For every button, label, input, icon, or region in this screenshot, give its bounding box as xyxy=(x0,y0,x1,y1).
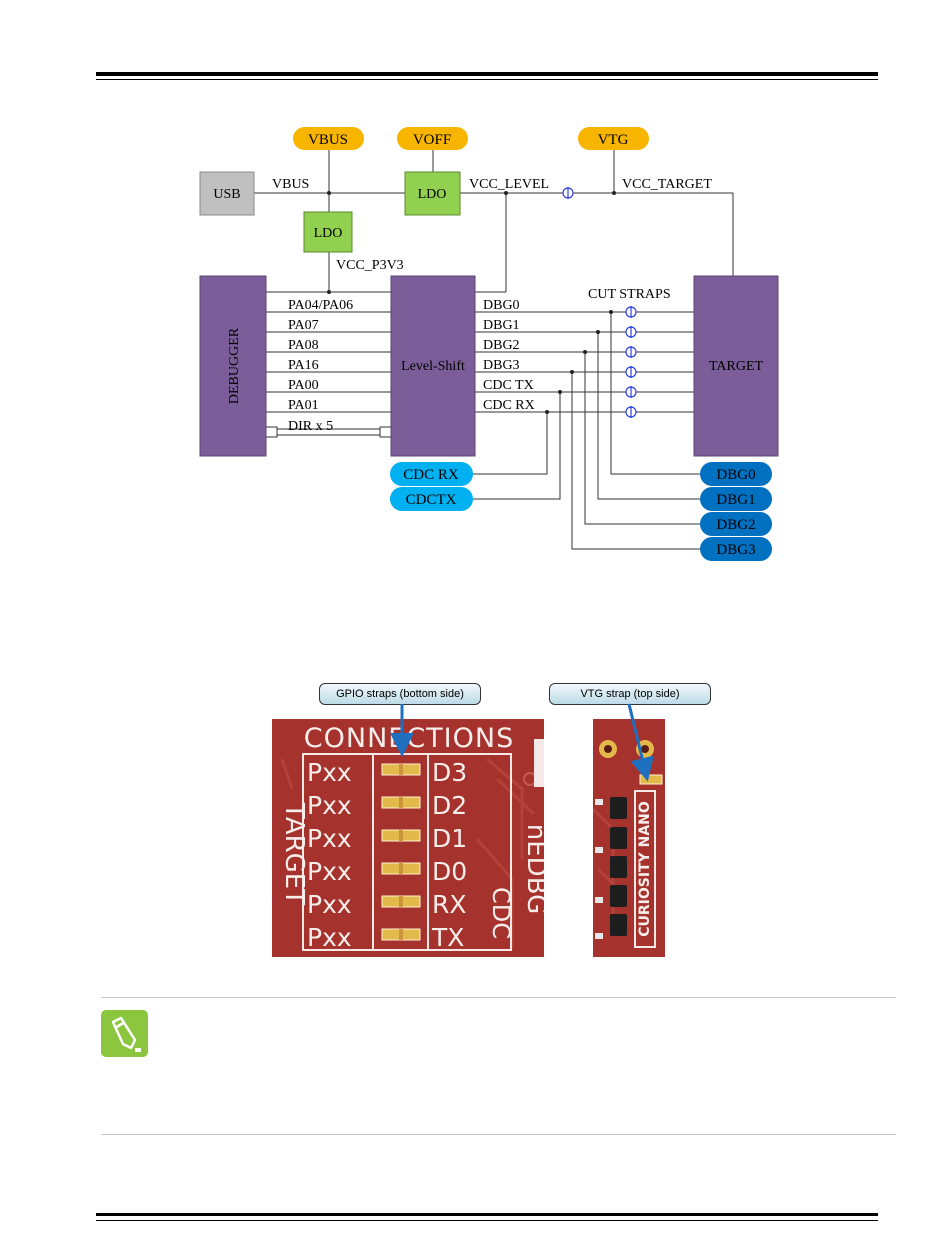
cut-strap-icon xyxy=(562,187,574,199)
vtg-strap-callout: VTG strap (top side) xyxy=(549,683,711,705)
cut-strap-icon xyxy=(625,306,637,318)
debugger-signal-label: PA16 xyxy=(288,358,319,373)
debugger-signal-label: DIR x 5 xyxy=(288,419,333,434)
header-rule-thin xyxy=(96,79,878,80)
nedbg-side-label: nEDBG xyxy=(521,824,544,914)
vtg-strap-pad xyxy=(639,774,663,785)
header-rule-thick xyxy=(96,72,878,76)
vtg-strap-photo: CURIOSITY NANO xyxy=(593,719,665,957)
note-top-divider xyxy=(101,997,896,998)
level-shift-block-label: Level-Shift xyxy=(401,359,465,374)
dbg3-pill-label: DBG3 xyxy=(716,542,755,558)
cdc-rx-pill xyxy=(390,462,473,486)
debugger-signal-label: PA04/PA06 xyxy=(288,298,353,313)
dbg2-pill-label: DBG2 xyxy=(716,517,755,533)
chip-icon xyxy=(610,856,627,878)
curiosity-nano-label: CURIOSITY NANO xyxy=(637,801,653,937)
pin-label: TX xyxy=(431,923,464,952)
pin-label: D3 xyxy=(432,758,467,787)
ldo-block-left xyxy=(303,211,353,253)
cdc-tx-pill-label: CDCTX xyxy=(406,492,457,508)
pxx-label: Pxx xyxy=(307,791,352,820)
vbus-rail-label: VBUS xyxy=(308,132,348,148)
bus-connector-icon xyxy=(265,426,278,438)
pxx-label: Pxx xyxy=(307,824,352,853)
voff-rail-pill xyxy=(397,127,468,150)
chip-icon xyxy=(610,914,627,936)
cut-strap-icon xyxy=(625,326,637,338)
note-icon xyxy=(101,1010,148,1057)
target-block-label: TARGET xyxy=(709,359,764,374)
pxx-label: Pxx xyxy=(307,758,352,787)
voff-rail-label: VOFF xyxy=(413,132,451,148)
cdc-rx-pill-label: CDC RX xyxy=(403,467,459,483)
pin-label: D0 xyxy=(432,857,467,886)
usb-block xyxy=(199,171,255,216)
shifter-signal-label: DBG3 xyxy=(483,358,520,373)
target-side-label: TARGET xyxy=(279,802,309,905)
bus-connector-icon xyxy=(379,426,392,438)
cut-strap-icon xyxy=(625,366,637,378)
usb-block-label: USB xyxy=(213,187,240,202)
dbg0-pill-label: DBG0 xyxy=(716,467,755,483)
debugger-signal-label: PA00 xyxy=(288,378,319,393)
vbus-rail-pill xyxy=(293,127,364,150)
footer-rule-thick xyxy=(96,1213,878,1216)
pin-label: D2 xyxy=(432,791,467,820)
dbg1-pill-label: DBG1 xyxy=(716,492,755,508)
dbg1-pill xyxy=(700,487,772,511)
ldo-block-top-label: LDO xyxy=(418,187,447,202)
net-label-vbus: VBUS xyxy=(272,177,309,192)
vtg-rail-label: VTG xyxy=(598,132,629,148)
cdc-tx-pill xyxy=(390,487,473,511)
debugger-signal-label: PA08 xyxy=(288,338,319,353)
shifter-signal-label: DBG0 xyxy=(483,298,520,313)
block-diagram: VBUS VOFF VTG USB LDO LDO DEBUGGER Level… xyxy=(199,127,779,561)
board-edge-mark xyxy=(534,739,544,787)
cut-straps-label: CUT STRAPS xyxy=(588,287,671,302)
shifter-signal-label: DBG1 xyxy=(483,318,520,333)
ldo-block-left-label: LDO xyxy=(314,226,343,241)
note-bottom-divider xyxy=(101,1134,896,1135)
connections-heading: CONNECTIONS xyxy=(304,723,514,754)
chip-icon xyxy=(610,797,627,819)
vtg-rail-pill xyxy=(578,127,649,150)
debugger-block-label: DEBUGGER xyxy=(227,327,242,404)
cdc-side-label: CDC xyxy=(487,887,515,939)
dbg0-pill xyxy=(700,462,772,486)
ldo-block-top xyxy=(404,171,461,216)
shifter-signal-label: DBG2 xyxy=(483,338,520,353)
level-shift-block xyxy=(390,275,476,457)
dbg2-pill xyxy=(700,512,772,536)
dbg3-pill xyxy=(700,537,772,561)
target-block xyxy=(693,275,779,457)
cut-strap-icon xyxy=(625,386,637,398)
pxx-label: Pxx xyxy=(307,890,352,919)
cut-strap-icon xyxy=(625,346,637,358)
debugger-signal-label: PA01 xyxy=(288,398,319,413)
footer-rule-thin xyxy=(96,1220,878,1221)
pxx-label: Pxx xyxy=(307,923,352,952)
debugger-signal-label: PA07 xyxy=(288,318,319,333)
pin-label: D1 xyxy=(432,824,467,853)
shifter-signal-label: CDC RX xyxy=(483,398,535,413)
net-label-vcc-level: VCC_LEVEL xyxy=(469,177,549,192)
debugger-block xyxy=(199,275,267,457)
gpio-straps-photo: CONNECTIONS TARGET nEDBG CDC Pxx Pxx Pxx… xyxy=(272,719,544,957)
shifter-signal-label: CDC TX xyxy=(483,378,534,393)
net-label-vcc-target: VCC_TARGET xyxy=(622,177,712,192)
net-label-vcc-p3v3: VCC_P3V3 xyxy=(336,258,404,273)
gpio-straps-callout: GPIO straps (bottom side) xyxy=(319,683,481,705)
chip-icon xyxy=(610,827,627,849)
chip-icon xyxy=(610,885,627,907)
cut-strap-icon xyxy=(625,406,637,418)
pin-label: RX xyxy=(432,890,467,919)
pxx-label: Pxx xyxy=(307,857,352,886)
